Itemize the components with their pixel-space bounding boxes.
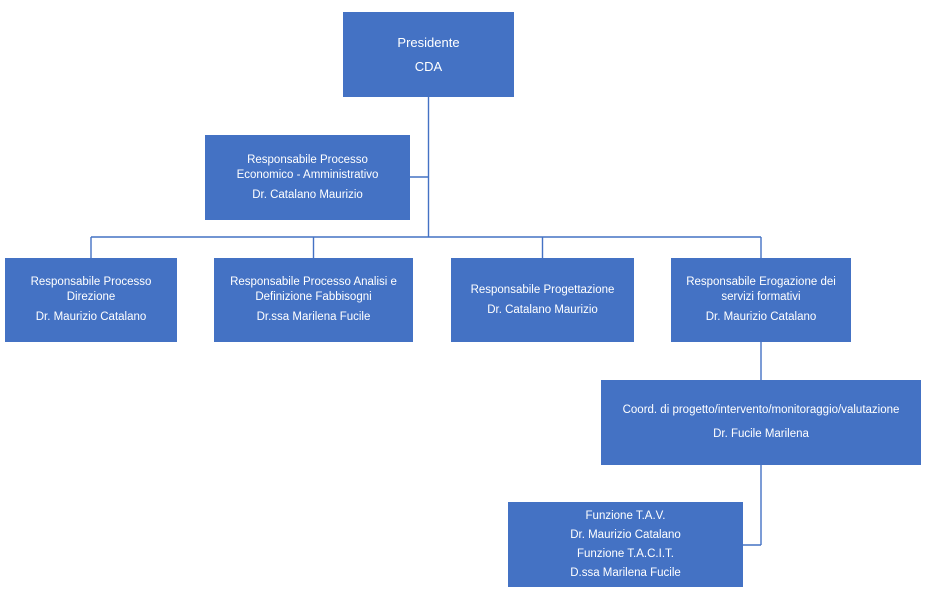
progettazione-person: Dr. Catalano Maurizio <box>487 303 598 316</box>
economico-box: Responsabile Processo Economico - Ammini… <box>205 135 410 220</box>
presidente-box: Presidente CDA <box>343 12 514 97</box>
coord-role: Coord. di progetto/intervento/monitoragg… <box>622 404 900 416</box>
funzione-tacit-person: D.ssa Marilena Fucile <box>570 566 681 579</box>
progettazione-role: Responsabile Progettazione <box>470 283 615 296</box>
erogazione-role-line1: Responsabile Erogazione dei <box>686 276 836 288</box>
direzione-role-line1: Responsabile Processo <box>30 276 152 288</box>
coord-person: Dr. Fucile Marilena <box>713 428 809 440</box>
analisi-box: Responsabile Processo Analisi e Definizi… <box>214 258 413 342</box>
funzione-tav-person: Dr. Maurizio Catalano <box>570 528 681 541</box>
analisi-role-line1: Responsabile Processo Analisi e <box>230 276 397 288</box>
coord-box: Coord. di progetto/intervento/monitoragg… <box>601 380 921 465</box>
erogazione-role-line2: servizi formativi <box>721 291 801 303</box>
erogazione-box: Responsabile Erogazione dei servizi form… <box>671 258 851 342</box>
presidente-subtitle: CDA <box>414 59 443 74</box>
economico-person: Dr. Catalano Maurizio <box>252 188 363 201</box>
economico-role-line1: Responsabile Processo <box>247 153 368 166</box>
analisi-person: Dr.ssa Marilena Fucile <box>256 311 371 323</box>
funzione-tacit-label: Funzione T.A.C.I.T. <box>577 547 674 560</box>
funzioni-box: Funzione T.A.V. Dr. Maurizio Catalano Fu… <box>508 502 743 587</box>
direzione-box: Responsabile Processo Direzione Dr. Maur… <box>5 258 177 342</box>
direzione-role-line2: Direzione <box>66 291 116 303</box>
funzione-tav-label: Funzione T.A.V. <box>585 509 666 522</box>
economico-role-line2: Economico - Amministrativo <box>236 168 379 181</box>
analisi-role-line2: Definizione Fabbisogni <box>255 291 372 303</box>
erogazione-person: Dr. Maurizio Catalano <box>705 311 817 323</box>
presidente-title: Presidente <box>397 35 460 50</box>
direzione-person: Dr. Maurizio Catalano <box>35 311 147 323</box>
progettazione-box: Responsabile Progettazione Dr. Catalano … <box>451 258 634 342</box>
